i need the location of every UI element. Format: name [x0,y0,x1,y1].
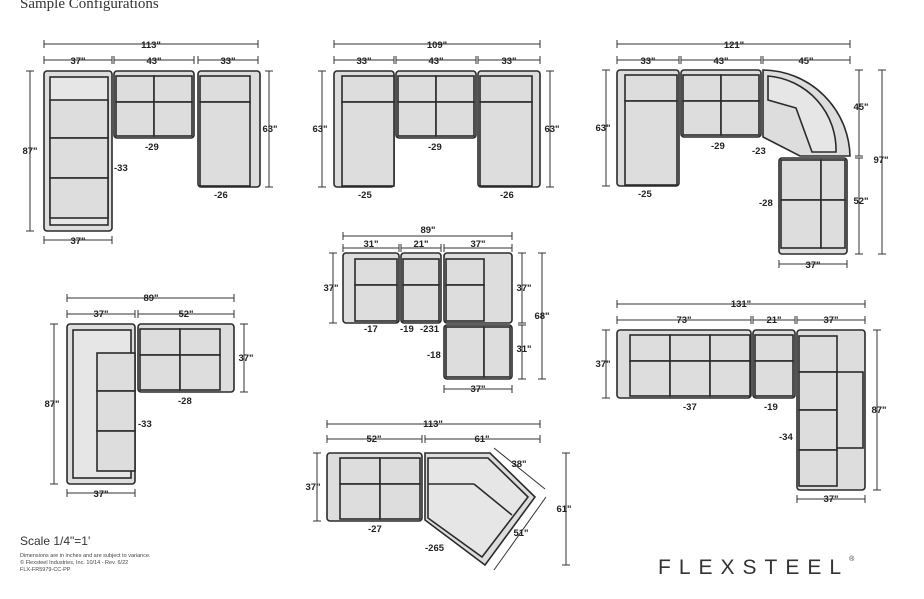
c5-overall-width: 89" [143,293,158,304]
config-5-drawing [66,323,235,485]
c2-module-2: -29 [428,142,442,153]
c4-right-top: 37" [516,283,531,294]
c2-module-3: -26 [500,190,514,201]
c7-module-1: -37 [683,402,697,413]
config-2-drawing [333,70,541,188]
c6-seg-a: 52" [366,434,381,445]
config-7-drawing [616,329,866,491]
c1-overall-width: 113" [141,40,161,51]
c3-module-2: -29 [711,141,725,152]
c7-seg-b: 21" [766,315,781,326]
page-title: Sample Configurations [20,0,159,12]
c4-seg-a: 31" [363,239,378,250]
c3-module-4: -28 [759,198,773,209]
c3-left-depth: 63" [595,123,610,134]
c4-module-4: -18 [427,350,441,361]
c6-wedge-side: 51" [513,528,528,539]
c2-module-1: -25 [358,190,372,201]
c1-module-1: -33 [114,163,128,174]
c4-right-total: 68" [534,311,549,322]
c4-right-bottom: 31" [516,344,531,355]
c6-overall-width: 113" [423,419,443,430]
c5-module-1: -33 [138,419,152,430]
c4-seg-c: 37" [470,239,485,250]
copyright-note: © Flexsteel Industries, Inc. 10/14 - Rev… [20,560,129,566]
c3-right-depth: 97" [873,155,888,166]
c1-seg-a: 37" [70,56,85,67]
c3-module-1: -25 [638,189,652,200]
c3-bottom: 37" [805,260,820,271]
c3-seg-c: 45" [798,56,813,67]
dimensions-note: Dimensions are in inches and are subject… [20,553,151,559]
c6-right-depth: 61" [556,504,571,515]
document-code: FLX-FR5979-CC-PP [20,567,71,573]
c7-bottom: 37" [823,494,838,505]
c4-module-1: -17 [364,324,378,335]
c1-module-2: -29 [145,142,159,153]
config-3-drawing [616,69,851,255]
c4-bottom: 37" [470,384,485,395]
c1-module-3: -26 [214,190,228,201]
c5-right-depth: 37" [238,353,253,364]
c5-bottom: 37" [93,489,108,500]
c3-module-3: -23 [752,146,766,157]
c6-module-2: -265 [425,543,445,554]
c7-right-depth: 87" [871,405,886,416]
c2-left-depth: 63" [312,124,327,135]
config-6-drawing [326,452,537,567]
c3-seg-a: 33" [640,56,655,67]
c2-right-depth: 63" [544,124,559,135]
c1-bottom: 37" [70,236,85,247]
c7-left-depth: 37" [595,359,610,370]
c2-seg-c: 33" [501,56,516,67]
c2-seg-a: 33" [356,56,371,67]
brand-name: FLEXSTEEL [658,556,850,579]
c6-left-depth: 37" [305,482,320,493]
c1-seg-b: 43" [146,56,161,67]
config-4-drawing [342,252,513,380]
c3-wedge-depth: 45" [853,102,868,113]
c1-depth: 63" [262,124,277,135]
c7-module-3: -34 [779,432,793,443]
c3-mid-depth: 52" [853,196,868,207]
c4-module-2: -19 [400,324,414,335]
c3-overall-width: 121" [724,40,744,51]
scale-note: Scale 1/4"=1' [20,534,91,548]
c5-height: 87" [44,399,59,410]
c4-left-depth: 37" [323,283,338,294]
c1-height: 87" [22,146,37,157]
c6-wedge-top: 38" [511,459,526,470]
c4-module-3: -231 [420,324,440,335]
c5-seg-a: 37" [93,309,108,320]
c7-module-2: -19 [764,402,778,413]
c6-seg-b: 61" [474,434,489,445]
c1-seg-c: 33" [220,56,235,67]
c4-overall-width: 89" [420,225,435,236]
trademark-symbol: ® [849,556,855,563]
c7-seg-c: 37" [823,315,838,326]
c2-overall-width: 109" [427,40,447,51]
c6-module-1: -27 [368,524,382,535]
c3-seg-b: 43" [713,56,728,67]
config-1-drawing [43,70,261,232]
c4-seg-b: 21" [413,239,428,250]
c7-seg-a: 73" [676,315,691,326]
c5-module-2: -28 [178,396,192,407]
c2-seg-b: 43" [428,56,443,67]
dimension-lines [26,40,886,571]
brand-logo: FLEXSTEEL® [658,556,854,580]
c5-seg-b: 52" [178,309,193,320]
c7-overall-width: 131" [731,299,751,310]
